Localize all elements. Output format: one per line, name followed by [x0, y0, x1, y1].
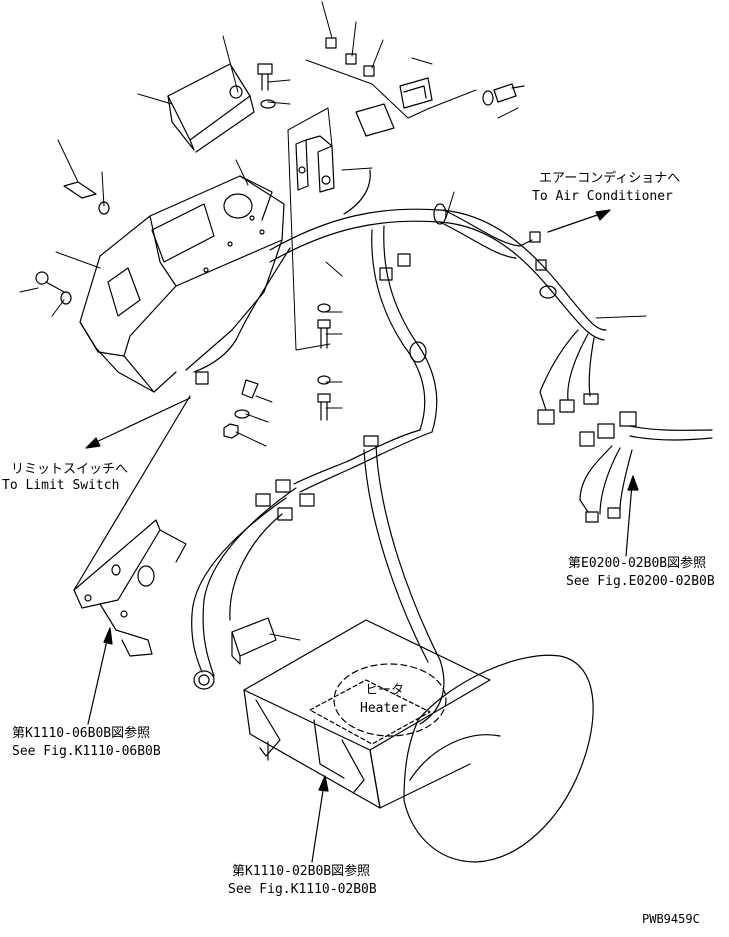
limit-switch-label-en: To Limit Switch [2, 478, 120, 493]
heater-label-en: Heater [360, 701, 407, 716]
leader-lines [20, 2, 646, 640]
limit-switch-bracket [74, 396, 190, 656]
bracket-stand [224, 136, 334, 438]
bracket-frames [288, 60, 476, 350]
heater-unit [244, 620, 593, 862]
arrows [86, 210, 638, 862]
dash-panel [80, 176, 284, 392]
left-fasteners [36, 182, 109, 304]
heater-label-jp: ヒータ [365, 683, 405, 698]
fig-k1110-02-label-en: See Fig.K1110-02B0B [228, 882, 377, 897]
fig-k1110-06-label-en: See Fig.K1110-06B0B [12, 744, 161, 759]
monitor-cover [168, 64, 254, 152]
air-conditioner-label-jp: エアーコンディショナへ [539, 171, 681, 186]
fig-k1110-06-label-jp: 第K1110-06B0B図参照 [12, 726, 151, 741]
drawing-code: PWB9459C [642, 912, 700, 926]
fig-e0200-label-jp: 第E0200-02B0B図参照 [568, 556, 707, 571]
fig-e0200-label-en: See Fig.E0200-02B0B [566, 574, 715, 589]
wire-harness [192, 170, 712, 724]
limit-switch-label-jp: リミットスイッチへ [11, 462, 129, 477]
fig-k1110-02-label-jp: 第K1110-02B0B図参照 [232, 864, 371, 879]
air-conditioner-label-en: To Air Conditioner [532, 189, 673, 204]
small-clips [258, 38, 524, 136]
